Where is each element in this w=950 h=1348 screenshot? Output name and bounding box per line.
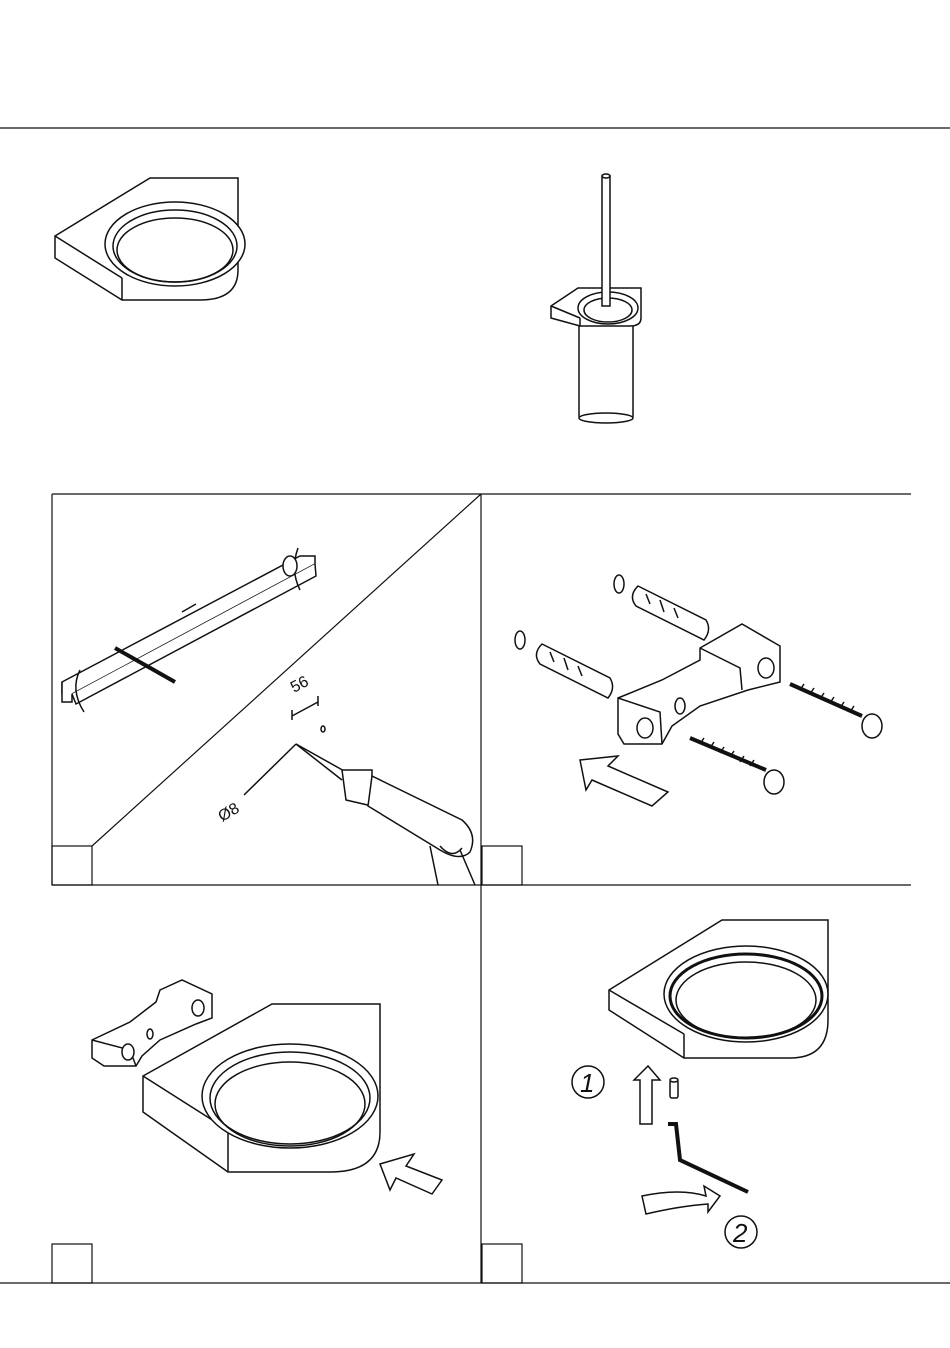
dimension-label: 56 [288, 673, 312, 696]
direction-arrow-icon [580, 756, 668, 806]
up-arrow-icon [634, 1066, 660, 1124]
step-marker-1-label: 1 [580, 1068, 594, 1098]
holder-ring-illustration [55, 178, 245, 300]
rotate-arrow-icon [642, 1186, 720, 1214]
power-drill-icon [296, 744, 475, 885]
wall-holes-icon [515, 575, 624, 649]
set-screw-icon [670, 1078, 678, 1098]
drill-bit-leader [244, 744, 296, 795]
step-box-4 [482, 1244, 522, 1283]
step-marker-2-label: 2 [732, 1218, 748, 1248]
step-box-1 [52, 846, 92, 885]
step-box-3 [52, 1244, 92, 1283]
brush-set-illustration [551, 174, 641, 423]
step-box-2 [482, 846, 522, 885]
wall-bracket-icon [618, 624, 780, 744]
direction-arrow-icon [380, 1154, 442, 1194]
dimension-marker [292, 696, 325, 732]
drill-diameter-label: Ø8 [216, 800, 243, 825]
hex-key-icon [668, 1124, 748, 1192]
holder-ring-icon [609, 920, 828, 1058]
mounting-template-icon [62, 548, 316, 712]
